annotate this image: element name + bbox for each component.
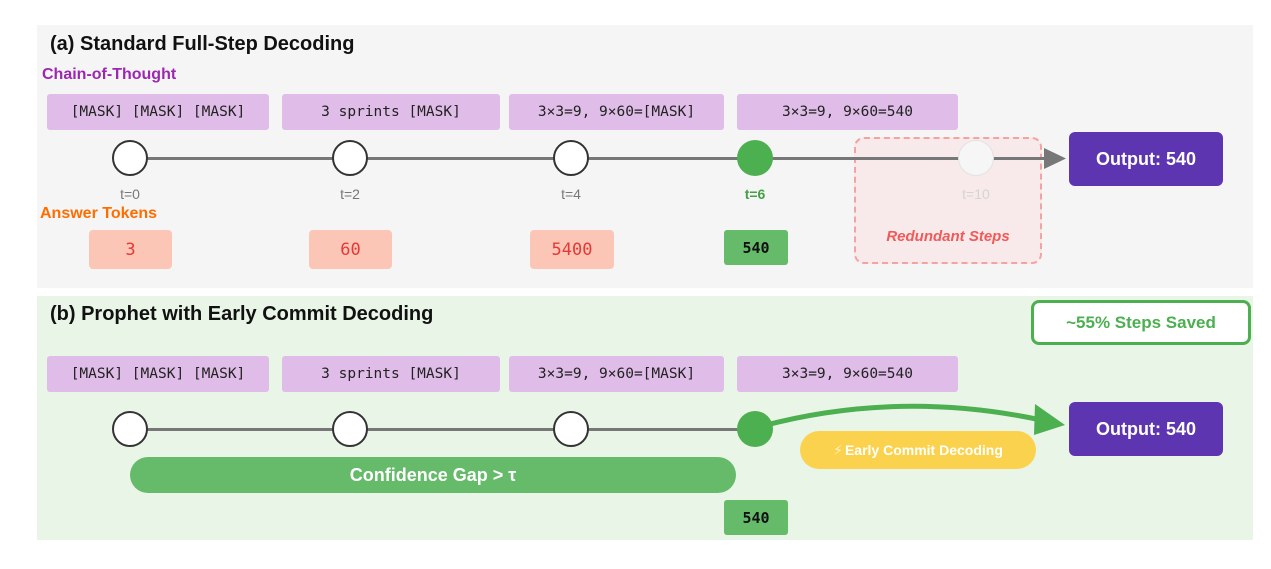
- step-node-t10: [958, 140, 994, 176]
- cot-box-b-1: [MASK] [MASK] [MASK]: [47, 356, 269, 392]
- early-commit-badge: ⚡Early Commit Decoding: [800, 431, 1036, 469]
- step-label-t10: t=10: [962, 186, 990, 202]
- step-node-t2: [332, 140, 368, 176]
- steps-saved-badge: ~55% Steps Saved: [1031, 300, 1251, 345]
- step-label-t0: t=0: [120, 186, 140, 202]
- step-label-t6: t=6: [744, 186, 766, 202]
- early-commit-arrowhead-icon: [1034, 404, 1065, 435]
- cot-box-t0: [MASK] [MASK] [MASK]: [47, 94, 269, 130]
- answer-token-t6: 540: [724, 230, 788, 265]
- chain-of-thought-label: Chain-of-Thought: [42, 66, 177, 83]
- cot-box-b-4: 3×3=9, 9×60=540: [737, 356, 958, 392]
- step-node-b-1: [112, 411, 148, 447]
- panel-b-title: (b) Prophet with Early Commit Decoding: [50, 303, 434, 325]
- answer-token-t0: 3: [89, 230, 172, 269]
- cot-box-t6: 3×3=9, 9×60=540: [737, 94, 958, 130]
- lightning-bolt-icon: ⚡: [833, 441, 843, 458]
- output-box-b: Output: 540: [1069, 402, 1223, 456]
- answer-token-t4: 5400: [530, 230, 614, 269]
- step-node-b-2: [332, 411, 368, 447]
- step-label-t4: t=4: [561, 186, 581, 202]
- panel-a-title: (a) Standard Full-Step Decoding: [50, 33, 355, 55]
- step-node-b-3: [553, 411, 589, 447]
- early-commit-arrow: [755, 403, 1065, 435]
- step-node-t4: [553, 140, 589, 176]
- step-node-b-4: [737, 411, 773, 447]
- cot-box-b-2: 3 sprints [MASK]: [282, 356, 500, 392]
- cot-box-t4: 3×3=9, 9×60=[MASK]: [509, 94, 724, 130]
- timeline-a: [130, 157, 1055, 160]
- step-label-t2: t=2: [340, 186, 360, 202]
- confidence-gap-bar: Confidence Gap > τ: [130, 457, 736, 493]
- redundant-steps-label: Redundant Steps: [886, 228, 1010, 245]
- early-commit-label: Early Commit Decoding: [844, 442, 1003, 458]
- step-node-t6: [737, 140, 773, 176]
- timeline-arrowhead-icon: [1044, 148, 1066, 169]
- timeline-b: [130, 428, 755, 431]
- cot-box-b-3: 3×3=9, 9×60=[MASK]: [509, 356, 724, 392]
- output-box-a: Output: 540: [1069, 132, 1223, 186]
- cot-box-t2: 3 sprints [MASK]: [282, 94, 500, 130]
- answer-token-b: 540: [724, 500, 788, 535]
- step-node-t0: [112, 140, 148, 176]
- answer-tokens-label: Answer Tokens: [40, 205, 158, 222]
- answer-token-t2: 60: [309, 230, 392, 269]
